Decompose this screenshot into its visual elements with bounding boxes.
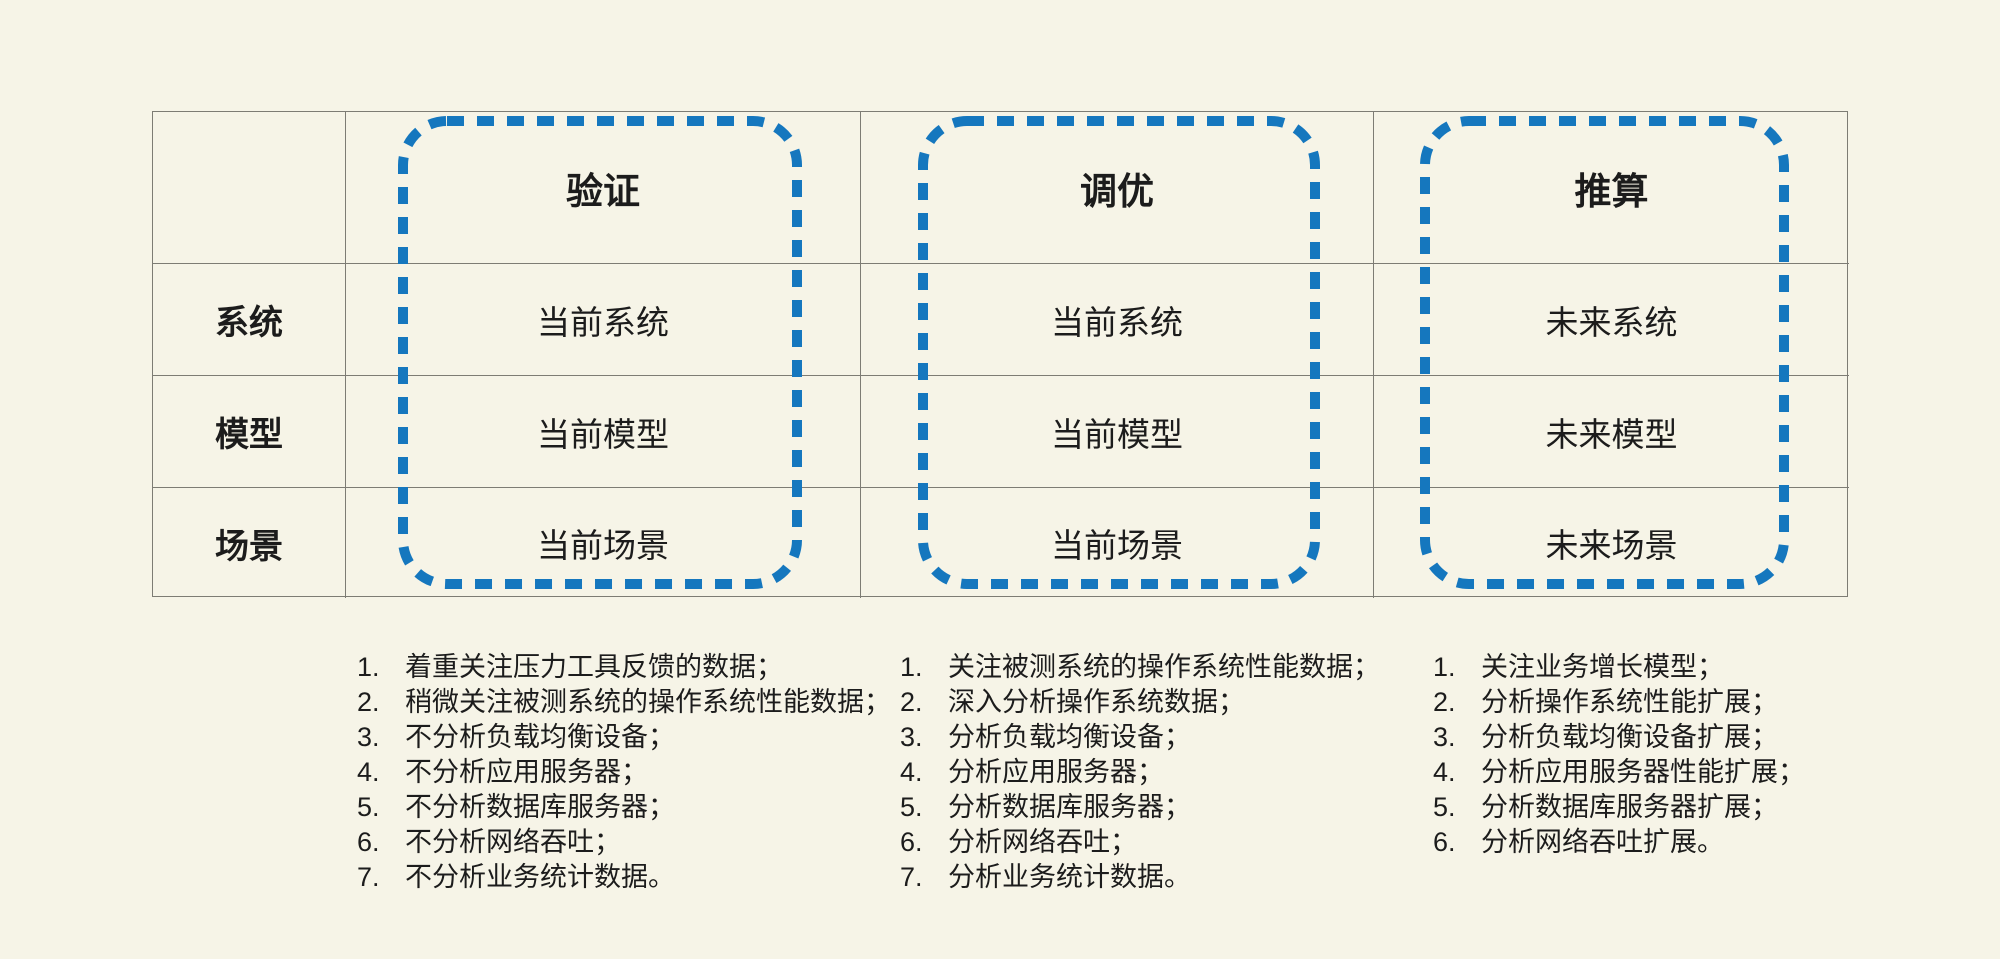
note-number: 1.	[357, 652, 380, 682]
note-text: 分析应用服务器；	[948, 757, 1164, 787]
note-item: 6. 分析网络吞吐扩展。	[1433, 825, 1805, 860]
note-number: 7.	[357, 862, 380, 892]
note-number: 6.	[357, 827, 380, 857]
note-item: 2. 分析操作系统性能扩展；	[1433, 685, 1805, 720]
note-item: 4. 分析应用服务器性能扩展；	[1433, 755, 1805, 790]
note-number: 3.	[900, 722, 923, 752]
note-number: 3.	[1433, 722, 1456, 752]
note-text: 分析网络吞吐；	[948, 827, 1137, 857]
row-header-system: 系统	[153, 264, 346, 376]
row-header-scenario: 场景	[153, 488, 346, 598]
note-text: 不分析负载均衡设备；	[405, 722, 675, 752]
col-header-validation: 验证	[346, 112, 861, 264]
cell-projection-scenario: 未来场景	[1545, 527, 1678, 564]
note-text: 分析负载均衡设备扩展；	[1481, 722, 1778, 752]
cell-tuning-scenario: 当前场景	[861, 488, 1374, 598]
note-number: 3.	[357, 722, 380, 752]
note-text: 分析操作系统性能扩展；	[1481, 687, 1778, 717]
corner-cell	[153, 112, 346, 264]
note-text: 关注业务增长模型；	[1481, 652, 1724, 682]
cell-validation-scenario: 当前场景	[346, 488, 861, 598]
note-item: 1. 着重关注压力工具反馈的数据；	[357, 650, 891, 685]
note-item: 3. 不分析负载均衡设备；	[357, 720, 891, 755]
note-item: 3. 分析负载均衡设备；	[900, 720, 1380, 755]
cell-validation-model: 当前模型	[346, 376, 861, 488]
note-item: 1. 关注被测系统的操作系统性能数据；	[900, 650, 1380, 685]
row-header-model: 模型	[153, 376, 346, 488]
note-number: 5.	[900, 792, 923, 822]
note-number: 5.	[357, 792, 380, 822]
note-item: 5. 不分析数据库服务器；	[357, 790, 891, 825]
cell-tuning-model: 当前模型	[861, 376, 1374, 488]
note-text: 分析业务统计数据。	[948, 862, 1191, 892]
note-text: 分析数据库服务器；	[948, 792, 1191, 822]
note-item: 7. 不分析业务统计数据。	[357, 860, 891, 895]
note-item: 4. 不分析应用服务器；	[357, 755, 891, 790]
note-text: 分析负载均衡设备；	[948, 722, 1191, 752]
note-number: 7.	[900, 862, 923, 892]
notes-tuning: 1. 关注被测系统的操作系统性能数据； 2. 深入分析操作系统数据； 3. 分析负载均…	[900, 650, 1380, 895]
note-number: 2.	[1433, 687, 1456, 717]
col-header-tuning: 调优	[861, 112, 1374, 264]
cell-validation-system: 当前系统	[346, 264, 861, 376]
note-text: 不分析应用服务器；	[405, 757, 648, 787]
note-item: 6. 不分析网络吞吐；	[357, 825, 891, 860]
note-number: 4.	[900, 757, 923, 787]
comparison-table: 验证 调优 推算 系统 当前系统 当前系统 未来系统 模型 当前模型 当前模型 …	[152, 111, 1849, 598]
cell-tuning-system: 当前系统	[861, 264, 1374, 376]
note-item: 5. 分析数据库服务器扩展；	[1433, 790, 1805, 825]
note-item: 5. 分析数据库服务器；	[900, 790, 1380, 825]
note-number: 1.	[900, 652, 923, 682]
note-number: 6.	[900, 827, 923, 857]
note-number: 4.	[357, 757, 380, 787]
notes-validation: 1. 着重关注压力工具反馈的数据； 2. 稍微关注被测系统的操作系统性能数据； 3.…	[357, 650, 891, 895]
note-item: 6. 分析网络吞吐；	[900, 825, 1380, 860]
note-item: 3. 分析负载均衡设备扩展；	[1433, 720, 1805, 755]
note-item: 7. 分析业务统计数据。	[900, 860, 1380, 895]
note-number: 2.	[357, 687, 380, 717]
note-text: 分析应用服务器性能扩展；	[1481, 757, 1805, 787]
note-text: 着重关注压力工具反馈的数据；	[405, 652, 783, 682]
note-item: 4. 分析应用服务器；	[900, 755, 1380, 790]
note-text: 分析数据库服务器扩展；	[1481, 792, 1778, 822]
note-item: 2. 稍微关注被测系统的操作系统性能数据；	[357, 685, 891, 720]
note-item: 2. 深入分析操作系统数据；	[900, 685, 1380, 720]
note-number: 4.	[1433, 757, 1456, 787]
col-header-projection: 推算	[1374, 112, 1849, 264]
note-text: 分析网络吞吐扩展。	[1481, 827, 1724, 857]
note-text: 不分析业务统计数据。	[405, 862, 675, 892]
cell-projection-model: 未来模型	[1374, 376, 1849, 488]
note-item: 1. 关注业务增长模型；	[1433, 650, 1805, 685]
notes-projection: 1.关注业务增长模型； 2.分析操作系统性能扩展； 3.分析负载均衡设备扩展； …	[1433, 650, 1805, 860]
note-text: 稍微关注被测系统的操作系统性能数据；	[405, 687, 891, 717]
note-text: 不分析数据库服务器；	[405, 792, 675, 822]
note-text: 关注被测系统的操作系统性能数据；	[948, 652, 1380, 682]
cell-projection-system: 未来系统	[1374, 264, 1849, 376]
note-text: 深入分析操作系统数据；	[948, 687, 1245, 717]
note-text: 不分析网络吞吐；	[405, 827, 621, 857]
note-number: 1.	[1433, 652, 1456, 682]
note-number: 2.	[900, 687, 923, 717]
note-number: 6.	[1433, 827, 1456, 857]
note-number: 5.	[1433, 792, 1456, 822]
